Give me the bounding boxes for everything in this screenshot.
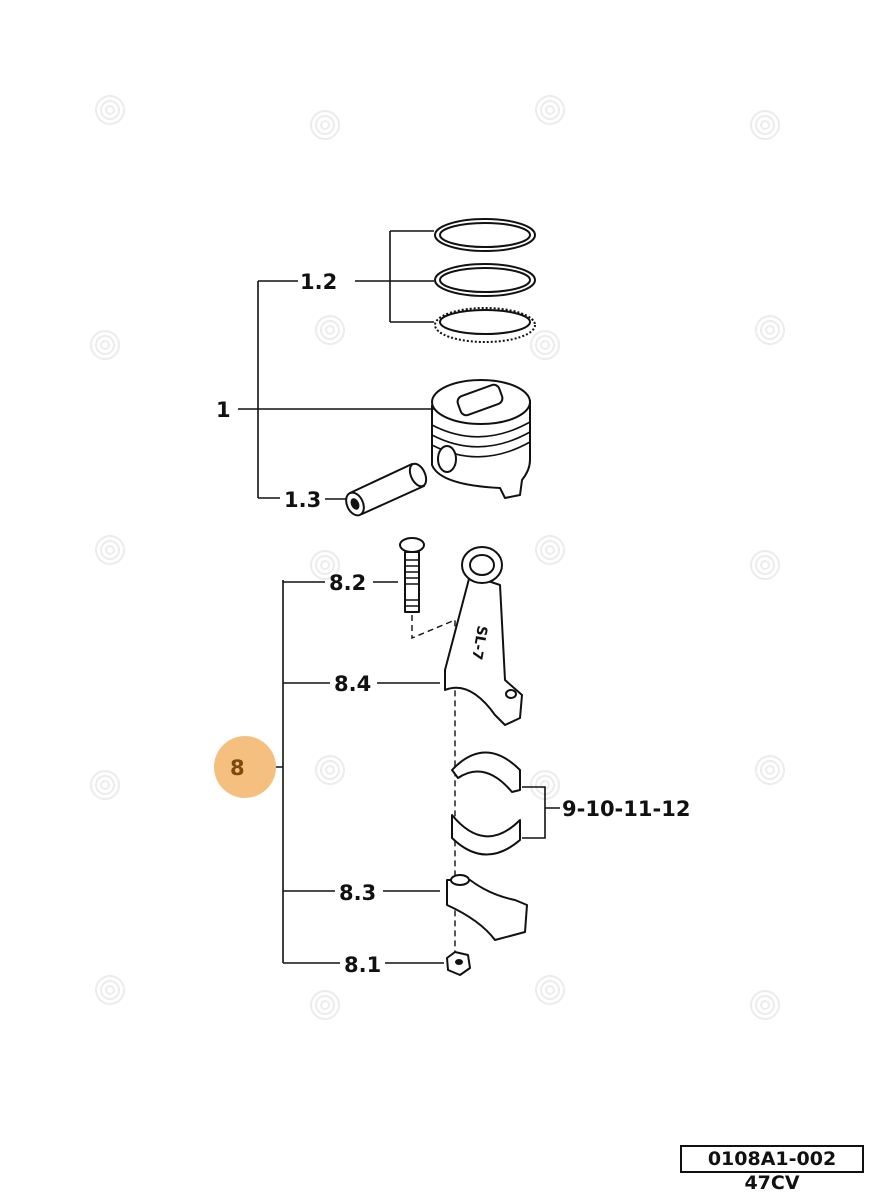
callout-8-1[interactable]: 8.1 (344, 953, 381, 977)
watermark-logo-icon (535, 535, 565, 565)
piston-rings[interactable] (434, 218, 536, 343)
watermark-logo-icon (310, 110, 340, 140)
watermark-logo-icon (315, 315, 345, 345)
watermark-logo-icon (95, 95, 125, 125)
nut[interactable] (446, 951, 471, 976)
piston-pin[interactable] (343, 461, 430, 518)
callout-8-4[interactable]: 8.4 (334, 672, 371, 696)
rod-bolt[interactable] (399, 537, 425, 613)
watermark-logo-icon (750, 990, 780, 1020)
callout-8-2[interactable]: 8.2 (329, 571, 366, 595)
watermark-logo-icon (95, 535, 125, 565)
watermark-logo-icon (755, 315, 785, 345)
leader-lines (238, 230, 560, 964)
watermark-logo-icon (315, 755, 345, 785)
watermark-logo-icon (750, 110, 780, 140)
watermark-logo-icon (90, 330, 120, 360)
watermark-logo-icon (95, 975, 125, 1005)
watermark-layer (90, 95, 785, 1020)
watermark-logo-icon (535, 95, 565, 125)
callout-1[interactable]: 1 (216, 398, 231, 422)
watermark-logo-icon (535, 975, 565, 1005)
rod-marking: SL-7 (468, 624, 490, 661)
rod-cap[interactable] (446, 874, 528, 941)
piston[interactable] (431, 379, 531, 499)
bearing-shells[interactable] (451, 751, 521, 856)
watermark-logo-icon (310, 990, 340, 1020)
watermark-logo-icon (750, 550, 780, 580)
callout-8-3[interactable]: 8.3 (339, 881, 376, 905)
callout-9-10-11-12[interactable]: 9-10-11-12 (562, 797, 690, 821)
callout-1-3[interactable]: 1.3 (284, 488, 321, 512)
callout-1-2[interactable]: 1.2 (300, 270, 337, 294)
watermark-logo-icon (530, 330, 560, 360)
callout-8[interactable]: 8 (230, 756, 245, 780)
watermark-logo-icon (90, 770, 120, 800)
highlight-marker[interactable] (214, 736, 276, 798)
watermark-logo-icon (755, 755, 785, 785)
reference-code: 0108A1-002 47CV (680, 1145, 864, 1194)
connecting-rod[interactable]: SL-7 (444, 546, 523, 726)
watermark-logo-icon (310, 550, 340, 580)
